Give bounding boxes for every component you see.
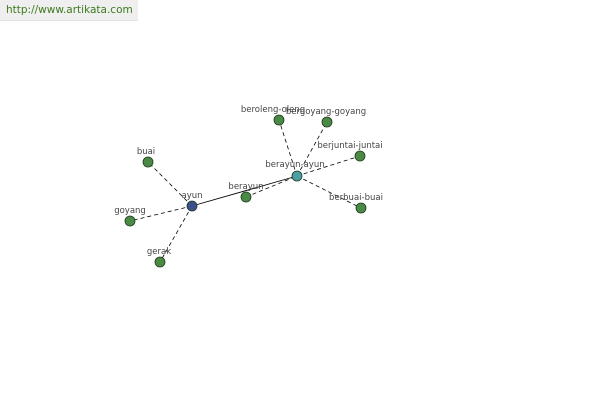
- node-label-buai[interactable]: buai: [137, 147, 155, 157]
- node-marker-goyang[interactable]: [124, 215, 136, 227]
- node-marker-berayun[interactable]: [240, 191, 252, 203]
- node-marker-buai[interactable]: [142, 156, 154, 168]
- edge-ayun-to-gerak: [159, 205, 193, 263]
- node-label-berjuntai-juntai[interactable]: berjuntai-juntai: [317, 141, 382, 151]
- edge-layer: [129, 119, 362, 263]
- source-url-text: http://www.artikata.com: [6, 4, 133, 16]
- edge-ayun-to-berayun-ayun: [191, 175, 298, 207]
- edge-ayun-to-goyang: [129, 205, 193, 222]
- node-label-goyang[interactable]: goyang: [114, 206, 146, 216]
- node-marker-bergoyang-goyang[interactable]: [321, 116, 333, 128]
- source-url-banner: http://www.artikata.com: [0, 0, 138, 21]
- node-ayun[interactable]: ayun: [181, 191, 203, 212]
- edge-berayun-ayun-to-beroleng-oleng: [278, 119, 298, 177]
- node-label-gerak[interactable]: gerak: [147, 247, 171, 257]
- node-label-beroleng-oleng[interactable]: beroleng-oleng: [241, 105, 305, 115]
- node-berayun[interactable]: berayun: [228, 182, 264, 203]
- node-marker-gerak[interactable]: [154, 256, 166, 268]
- node-marker-beroleng-oleng[interactable]: [273, 114, 285, 126]
- node-marker-berbuai-buai[interactable]: [355, 202, 367, 214]
- node-label-bergoyang-goyang[interactable]: bergoyang-goyang: [286, 107, 366, 117]
- node-label-berayun[interactable]: berayun: [228, 182, 263, 192]
- node-berayun-ayun[interactable]: berayun-ayun: [265, 160, 325, 182]
- node-bergoyang-goyang[interactable]: bergoyang-goyang: [286, 107, 366, 128]
- node-marker-ayun[interactable]: [186, 200, 198, 212]
- node-marker-berayun-ayun[interactable]: [291, 170, 303, 182]
- node-label-berbuai-buai[interactable]: berbuai-buai: [329, 193, 383, 203]
- edge-berayun-ayun-to-berbuai-buai: [296, 175, 362, 209]
- node-buai[interactable]: buai: [137, 147, 155, 168]
- node-berbuai-buai[interactable]: berbuai-buai: [329, 193, 383, 214]
- node-marker-berjuntai-juntai[interactable]: [354, 150, 366, 162]
- node-beroleng-oleng[interactable]: beroleng-oleng: [241, 105, 305, 126]
- node-label-berayun-ayun[interactable]: berayun-ayun: [265, 160, 324, 170]
- node-label-ayun[interactable]: ayun: [181, 191, 202, 201]
- node-goyang[interactable]: goyang: [114, 206, 146, 227]
- node-berjuntai-juntai[interactable]: berjuntai-juntai: [317, 141, 383, 162]
- edge-berayun-to-berayun-ayun: [245, 175, 298, 198]
- node-gerak[interactable]: gerak: [147, 247, 171, 268]
- edge-berayun-ayun-to-bergoyang-goyang: [296, 121, 328, 177]
- node-layer: ayun berayun berayun-ayun buai goyang gerak be…: [114, 105, 383, 268]
- edge-ayun-to-buai: [147, 161, 193, 207]
